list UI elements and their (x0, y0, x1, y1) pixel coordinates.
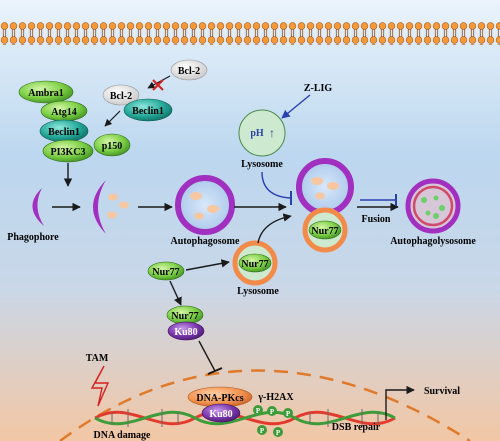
lysosome-inhibit-line (261, 171, 291, 199)
atg14: Atg14 (40, 100, 88, 122)
dnapkcs-label: DNA-PKcs (196, 393, 243, 404)
bcl2-free-label: Bcl-2 (178, 66, 200, 77)
autophagolysosome (405, 178, 461, 234)
phospho-markers: P P P P P (253, 405, 293, 437)
fused-lysosome: Nur77 (302, 207, 348, 253)
dna-damage-label: DNA damage (94, 430, 152, 441)
fusion-label: Fusion (362, 214, 391, 225)
ku80-bottom-label: Ku80 (209, 409, 232, 420)
survival-arrow (385, 385, 415, 420)
nur77-cytoplasm: Nur77 (147, 261, 185, 281)
forming-autophagosome (93, 180, 129, 234)
bcl2-free: Bcl-2 (170, 59, 208, 81)
phospho-marker: P (267, 406, 277, 416)
bcl2-binding-arrow (147, 75, 171, 89)
bcl2-bound-label: Bcl-2 (110, 91, 132, 102)
atg14-label: Atg14 (51, 107, 77, 118)
ku80-inhibit-line (198, 340, 216, 372)
phospho-label: P (270, 408, 275, 416)
lysosome-to-fusion-arrow (257, 213, 292, 244)
dsb-repair-label: DSB repair (332, 422, 381, 433)
phospho-marker: P (257, 425, 267, 435)
lysosome-top-label: Lysosome (241, 159, 283, 170)
nur77-to-ku80-arrow (169, 280, 182, 306)
phospho-marker: P (273, 427, 283, 437)
tam-lightning-icon (90, 365, 110, 407)
ambra1: Ambra1 (18, 80, 74, 104)
nur77-ku80-label: Nur77 (171, 311, 198, 322)
phospho-label: P (286, 410, 291, 418)
beclin1-complex-label: Beclin1 (48, 127, 80, 138)
nur77-ku80-complex: Nur77 Ku80 (166, 305, 205, 341)
ambra1-label: Ambra1 (28, 88, 64, 99)
tam-label: TAM (86, 353, 109, 364)
beclin1-complex: Beclin1 (39, 119, 89, 143)
autophagolysosome-label: Autophagolysosome (390, 236, 476, 247)
nur77-fused-label: Nur77 (311, 226, 338, 237)
phospho-label: P (276, 429, 281, 437)
nucleus-boundary (59, 369, 471, 441)
pi3kc3-label: PI3KC3 (51, 147, 86, 158)
bcl2-bound: Bcl-2 (102, 84, 140, 106)
nur77-to-lysosome-arrow (185, 259, 230, 271)
ku80-inhibit-bar (207, 367, 223, 375)
nur77-cyto-label: Nur77 (152, 267, 179, 278)
lysosome-mid-label: Lysosome (237, 286, 279, 297)
dna-helix (94, 409, 396, 427)
beclin1-release-arrow (104, 110, 121, 127)
phagophore (32, 188, 44, 226)
ph-label: pH (250, 128, 264, 139)
nur77-lysosome-label: Nur77 (241, 259, 268, 270)
bcl2-cross-mark (152, 79, 164, 91)
phospho-label: P (256, 407, 261, 415)
zlig-arrow (281, 94, 311, 119)
beclin1-top-label: Beclin1 (132, 106, 164, 117)
nur77-lysosome: Nur77 (232, 240, 278, 286)
phospho-marker: P (253, 405, 263, 415)
phagophore-label: Phagophore (7, 232, 59, 243)
autophagosome-label: Autophagosome (171, 236, 240, 247)
survival-label: Survival (424, 386, 460, 397)
autophagosome (175, 175, 235, 235)
fused-autophagosome (296, 158, 354, 216)
lysosome-top: pH ↑ (238, 109, 286, 157)
ph-up-arrow-icon: ↑ (269, 126, 275, 140)
ku80-bottom: Ku80 (201, 403, 241, 423)
phospho-marker: P (283, 408, 293, 418)
ku80-top-label: Ku80 (174, 327, 197, 338)
gh2ax-label: γ-H2AX (257, 392, 294, 403)
zlig-label: Z-LIG (304, 83, 333, 94)
phospho-label: P (260, 427, 265, 435)
p150: p150 (93, 133, 131, 157)
p150-label: p150 (102, 141, 123, 152)
pi3kc3: PI3KC3 (42, 139, 94, 163)
beclin1-top: Beclin1 (123, 98, 173, 122)
cell-membrane (0, 22, 500, 45)
